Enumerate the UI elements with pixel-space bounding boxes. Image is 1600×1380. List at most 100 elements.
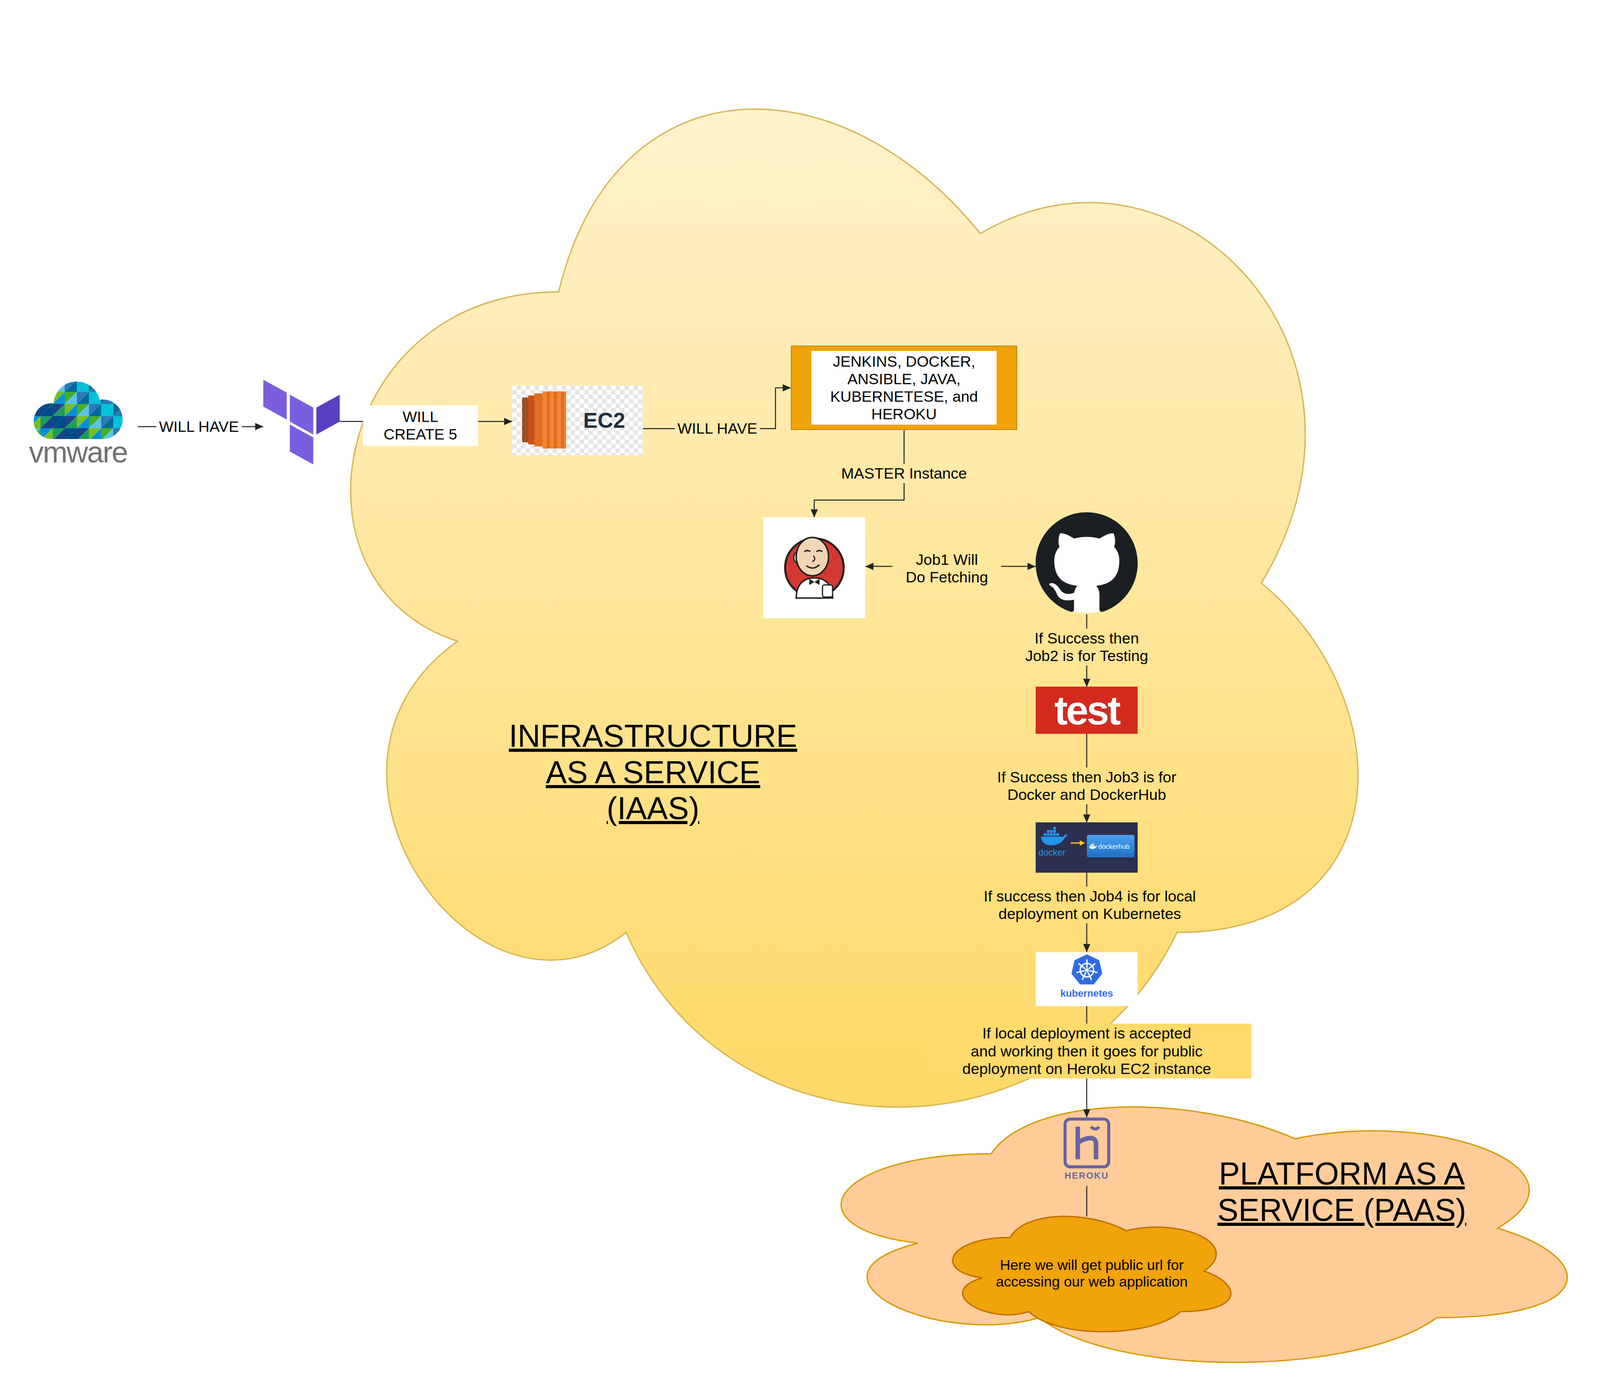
drawing-part	[101, 403, 114, 417]
drawing-part	[76, 379, 89, 392]
drawing-part	[1092, 845, 1094, 847]
drawing-part	[88, 403, 102, 417]
edge-label: If Success then Job2 is for Testing	[1014, 628, 1160, 666]
drawing-part	[101, 391, 114, 404]
drawing-part	[64, 391, 77, 404]
drawing-part	[64, 379, 77, 392]
drawing-part	[1092, 844, 1094, 846]
drawing-part	[28, 391, 41, 404]
note-cloud: Here we will get public url for accessin…	[952, 1216, 1231, 1332]
arrow-head	[255, 422, 264, 430]
drawing-part	[1087, 971, 1092, 980]
brand-name: kubernetes	[1060, 988, 1113, 999]
drawing-part	[64, 416, 77, 429]
badge-word: test	[1054, 690, 1120, 731]
text-slot: WILL CREATE 5	[363, 405, 479, 446]
drawing-part	[1090, 1126, 1100, 1129]
drawing-part	[1043, 833, 1047, 836]
drawing-part	[561, 391, 565, 449]
vmware-logo: vmware	[18, 379, 138, 470]
heroku-mark	[1063, 1117, 1111, 1169]
drawing-part	[52, 391, 65, 404]
push-arrow	[1070, 839, 1086, 847]
drawing-part	[1053, 826, 1056, 830]
drawing-part	[1085, 968, 1089, 972]
drawing-part	[40, 416, 53, 429]
drawing-part	[76, 403, 89, 417]
drawing-part	[88, 403, 102, 417]
tools-panel: JENKINS, DOCKER, ANSIBLE, JAVA, KUBERNET…	[811, 350, 997, 425]
cloud-note: Here we will get public url for accessin…	[990, 1256, 1193, 1290]
drawing-part	[554, 391, 558, 449]
drawing-part	[101, 403, 114, 417]
drawing-part	[64, 391, 77, 404]
drawing-part	[76, 403, 89, 417]
drawing-part	[64, 403, 77, 417]
cloud-title: INFRASTRUCTURE AS A SERVICE (IAAS)	[497, 718, 808, 827]
edge-label: WILL HAVE	[156, 416, 242, 437]
text-slot: If Success then Job2 is for Testing	[1014, 628, 1160, 666]
hub-panel: dockerhub	[1086, 834, 1135, 858]
drawing-part	[1082, 971, 1086, 980]
vmware-cloud-mark	[28, 379, 125, 441]
drawing-part	[1050, 833, 1053, 836]
drawing-part	[1070, 842, 1081, 844]
terraform-logo	[263, 379, 340, 465]
drawing-part	[812, 555, 815, 562]
edge-label: MASTER Instance	[838, 463, 970, 484]
drawing-part	[76, 391, 89, 404]
drawing-part	[28, 391, 41, 404]
ec2-badge: EC2	[512, 385, 643, 455]
drawing-part	[28, 416, 41, 429]
drawing-part	[101, 416, 114, 429]
drawing-part	[1053, 833, 1056, 836]
drawing-part	[1078, 963, 1086, 969]
terraform-mark	[263, 379, 340, 465]
drawing-part	[1041, 834, 1068, 846]
drawing-part	[101, 379, 114, 392]
drawing-part	[88, 391, 102, 404]
drawing-part	[113, 379, 125, 392]
drawing-part	[40, 403, 53, 417]
drawing-part	[809, 579, 820, 586]
drawing-part	[796, 577, 833, 599]
drawing-part	[1046, 829, 1050, 833]
text-slot: test	[1035, 686, 1138, 734]
tools-list: JENKINS, DOCKER, ANSIBLE, JAVA, KUBERNET…	[814, 352, 994, 423]
drawing-part	[40, 379, 53, 392]
drawing-part	[263, 379, 287, 420]
cloud-region: INFRASTRUCTURE AS A SERVICE (IAAS) EC2 JEN…	[351, 110, 1357, 1108]
connector-line	[1086, 1185, 1088, 1217]
drawing-part	[1076, 970, 1086, 973]
cloud-title: PLATFORM AS A SERVICE (PAAS)	[1197, 1155, 1486, 1228]
drawing-part	[1092, 843, 1094, 845]
drawing-part	[806, 564, 820, 568]
jenkins-butler	[763, 517, 866, 619]
tools-box: JENKINS, DOCKER, ANSIBLE, JAVA, KUBERNET…	[790, 345, 1018, 430]
drawing-part	[64, 403, 77, 417]
drawing-part	[113, 403, 125, 417]
drawing-part	[289, 424, 314, 465]
drawing-part	[841, 1106, 1568, 1362]
drawing-part	[1089, 843, 1098, 850]
ec2-icon	[522, 391, 567, 449]
drawing-part	[952, 1216, 1231, 1332]
drawing-part	[52, 403, 65, 417]
drawing-part	[52, 379, 65, 392]
text-slot: If local deployment is accepted and work…	[922, 1023, 1252, 1078]
docker-badge: dockerdockerhub	[1035, 822, 1138, 873]
edge-label: If Success then Job3 is for Docker and D…	[949, 767, 1225, 805]
drawing-part	[522, 397, 530, 443]
drawing-part	[40, 403, 53, 417]
drawing-part	[28, 379, 41, 392]
brand-name: vmware	[28, 437, 128, 467]
drawing-part	[1077, 1126, 1096, 1159]
edge-label: Job1 Will Do Fetching	[892, 549, 1002, 587]
heroku-logo: HEROKU	[1061, 1117, 1113, 1186]
cloud-outline	[842, 1107, 1567, 1363]
drawing-part	[28, 416, 41, 429]
hub-whale	[1088, 842, 1098, 850]
drawing-part	[52, 416, 65, 429]
test-badge: test	[1035, 686, 1138, 734]
